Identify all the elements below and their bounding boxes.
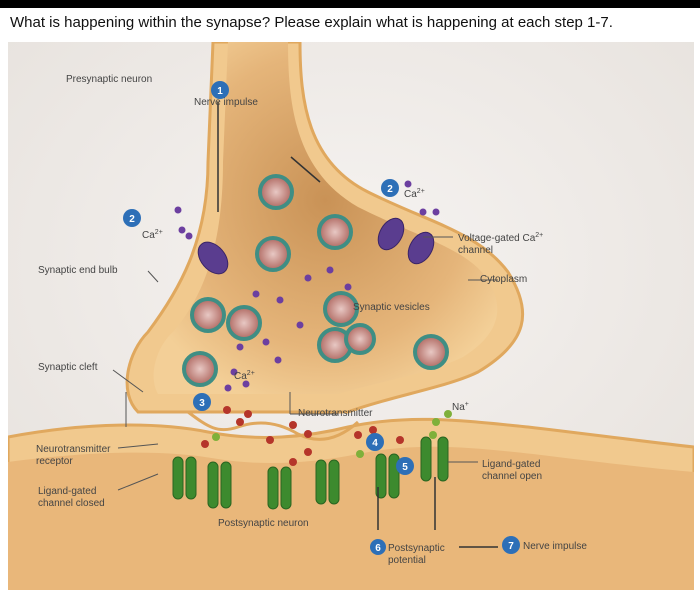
label-ca-2b: Ca2+ [404,188,425,200]
svg-text:6: 6 [375,543,381,554]
step-badge-2b: 2 [381,179,399,197]
label-synaptic-end-bulb: Synaptic end bulb [38,265,118,276]
label-lg-closed-line1: Ligand-gated [38,486,96,497]
label-postsynaptic-potential-line1: Postsynaptic [388,543,445,554]
label-lg-open-line1: Ligand-gated [482,459,540,470]
label-presynaptic-neuron: Presynaptic neuron [66,74,152,85]
step-badge-3: 3 [193,393,211,411]
label-neurotransmitter: Neurotransmitter [298,408,373,419]
top-bar [0,0,700,8]
label-nerve-impulse-top: Nerve impulse [194,97,258,108]
leader-lines [112,236,498,491]
step-badge-5: 5 [396,457,414,475]
step-badge-4: 4 [366,433,384,451]
synapse-diagram: 1 2 2 3 4 5 6 7 Presynaptic neuron Nerve… [8,42,694,590]
label-nerve-impulse-bottom: Nerve impulse [523,541,587,552]
label-ca-3: Ca2+ [234,370,255,382]
step-badge-6: 6 [370,539,386,555]
step-badge-2a: 2 [123,209,141,227]
ligand-gated-channels [172,436,449,510]
svg-text:5: 5 [402,462,408,473]
svg-text:3: 3 [199,398,205,409]
question-text: What is happening within the synapse? Pl… [10,14,613,31]
label-lg-open-line2: channel open [482,471,542,482]
label-ca-2a: Ca2+ [142,229,163,241]
label-cytoplasm: Cytoplasm [480,274,527,285]
label-synaptic-cleft: Synaptic cleft [38,362,98,373]
synaptic-vesicles [182,174,449,387]
label-synaptic-vesicles: Synaptic vesicles [353,302,430,313]
voltage-gated-channels [197,217,435,275]
calcium-ions [174,180,440,392]
neurotransmitter-molecules [201,406,404,466]
step-badge-7: 7 [502,536,520,554]
pathway-arrows [217,102,498,548]
label-na: Na+ [452,401,469,413]
svg-text:7: 7 [508,541,514,552]
svg-text:1: 1 [217,86,223,97]
label-lg-closed-line2: channel closed [38,498,105,509]
svg-text:2: 2 [387,184,393,195]
label-postsynaptic-neuron: Postsynaptic neuron [218,518,309,529]
label-voltage-gated-line2: channel [458,245,493,256]
postsynaptic-cytoplasm [8,446,694,590]
step-badge-1: 1 [211,81,229,99]
label-voltage-gated-line1: Voltage-gated Ca2+ [458,232,543,244]
svg-text:4: 4 [372,438,378,449]
synapse-illustration: 1 2 2 3 4 5 6 7 Presynaptic neuron Nerve… [8,42,694,590]
svg-text:2: 2 [129,214,135,225]
label-nt-receptor-line1: Neurotransmitter [36,444,111,455]
label-nt-receptor-line2: receptor [36,456,73,467]
label-postsynaptic-potential-line2: potential [388,555,426,566]
synaptic-cleft-membrane [187,410,360,441]
